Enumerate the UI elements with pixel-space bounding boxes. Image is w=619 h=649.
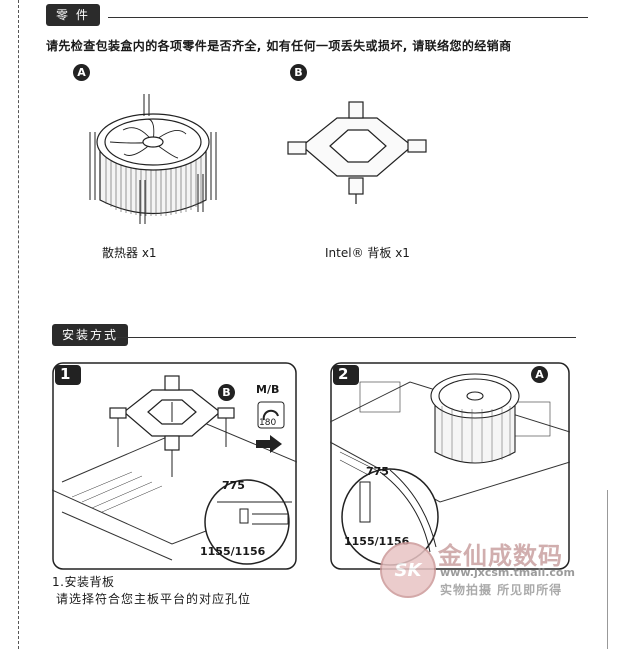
backplate-illustration bbox=[287, 101, 427, 204]
step1-panel bbox=[52, 362, 297, 570]
cut-line bbox=[18, 0, 19, 649]
step2-label-775: 775 bbox=[366, 465, 389, 478]
rotate-180-icon: 180 bbox=[259, 418, 277, 428]
border-line bbox=[607, 490, 608, 649]
parts-section-title: 零 件 bbox=[46, 4, 100, 26]
step1-caption-text: 请选择符合您主板平台的对应孔位 bbox=[56, 592, 252, 606]
item-b-label: Intel® 背板 x1 bbox=[325, 246, 410, 260]
item-b-badge: B bbox=[290, 64, 307, 81]
mb-label: M/B bbox=[256, 383, 280, 396]
step1-number: 1 bbox=[60, 365, 71, 383]
install-section-rule bbox=[116, 337, 576, 338]
watermark-store-name: 金仙成数码 bbox=[438, 542, 563, 570]
watermark-url: www.jxcsm.tmall.com bbox=[440, 566, 575, 579]
watermark-logo: SK bbox=[380, 542, 436, 598]
parts-instruction: 请先检查包装盒内的各项零件是否齐全, 如有任何一项丢失或损坏, 请联络您的经销商 bbox=[46, 39, 512, 53]
watermark-slogan: 实物拍摄 所见即所得 bbox=[440, 583, 563, 597]
parts-section-rule bbox=[108, 17, 588, 18]
heatsink-illustration bbox=[89, 94, 217, 224]
step2-number: 2 bbox=[338, 365, 349, 383]
item-a-badge: A bbox=[73, 64, 90, 81]
step1-label-1155: 1155/1156 bbox=[200, 545, 266, 558]
step2-label-1155: 1155/1156 bbox=[344, 535, 410, 548]
install-section-title: 安装方式 bbox=[52, 324, 129, 346]
step1-badge: B bbox=[218, 384, 235, 401]
step2-panel bbox=[330, 362, 570, 570]
item-a-label: 散热器 x1 bbox=[102, 246, 157, 260]
watermark: SK 金仙成数码 www.jxcsm.tmall.com 实物拍摄 所见即所得 bbox=[380, 536, 600, 602]
step1-caption-title: 1.安装背板 bbox=[52, 575, 115, 589]
step2-badge: A bbox=[531, 366, 548, 383]
step1-label-775: 775 bbox=[222, 479, 245, 492]
